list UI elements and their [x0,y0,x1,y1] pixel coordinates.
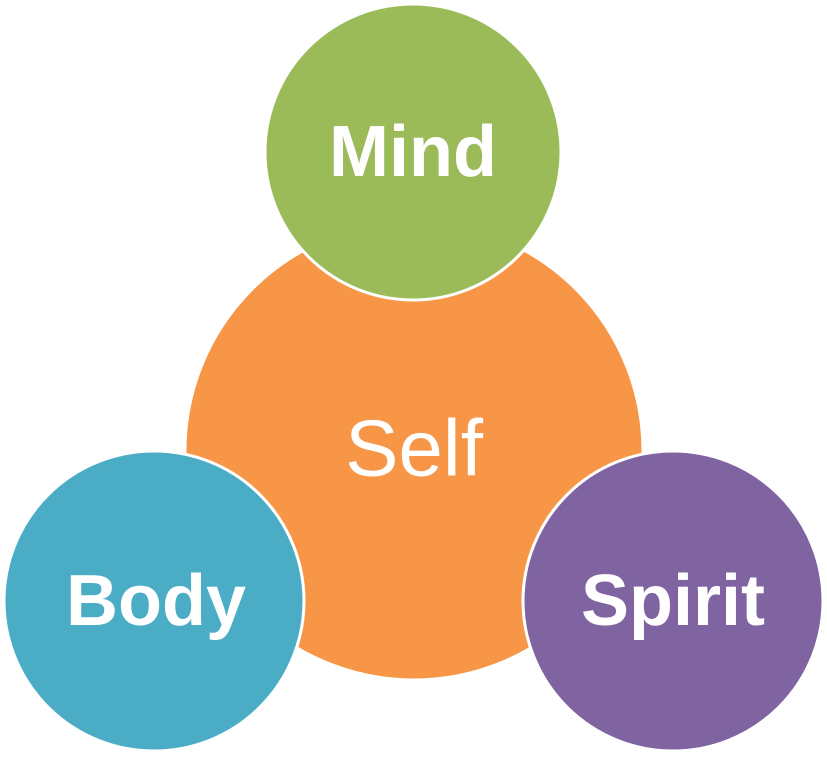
body-label: Body [66,561,246,641]
mind-circle [263,2,563,302]
mind-node: Mind [263,2,563,302]
spirit-circle [521,449,825,753]
self-label: Self [345,404,484,493]
body-circle [2,449,306,753]
spirit-node: Spirit [521,449,825,753]
mind-label: Mind [329,112,497,192]
body-node: Body [2,449,306,753]
spirit-label: Spirit [581,561,765,641]
